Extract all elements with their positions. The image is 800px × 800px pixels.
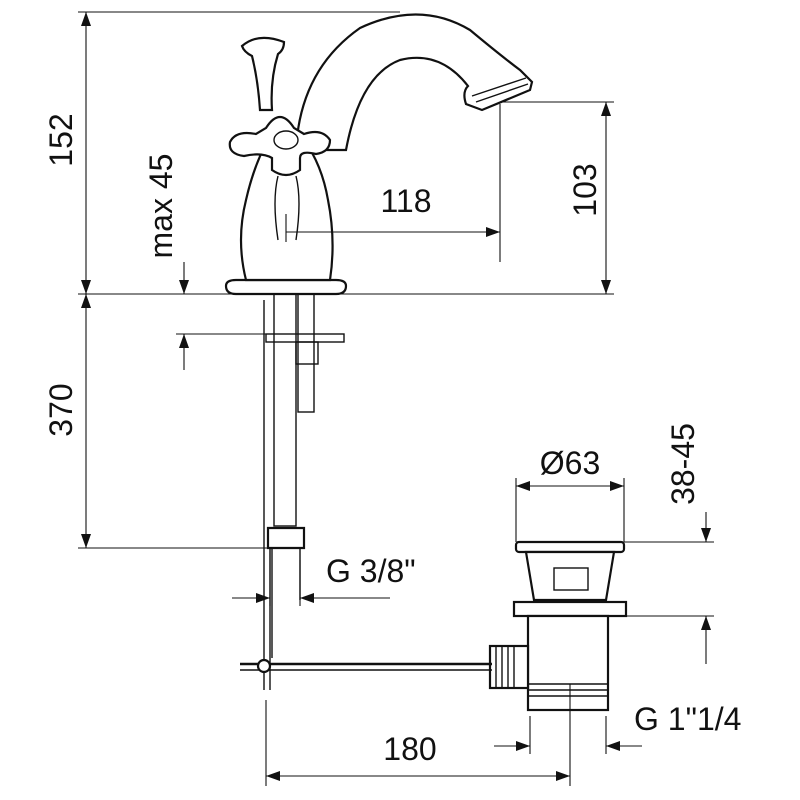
faucet-base <box>224 278 348 296</box>
dimension-lines <box>78 11 714 786</box>
cross-handle <box>228 115 332 177</box>
label-152: 152 <box>43 113 79 166</box>
shank-nut <box>295 341 319 365</box>
supply-assembly <box>263 293 345 690</box>
hose-nut <box>266 526 306 550</box>
handle-stem <box>274 175 300 241</box>
label-370: 370 <box>43 383 79 436</box>
waste-thread <box>528 683 608 697</box>
label-38-45: 38-45 <box>665 423 701 505</box>
waste-tail <box>526 614 610 712</box>
spout-aerator <box>465 77 531 111</box>
label-118: 118 <box>380 183 431 219</box>
dimension-labels: 152 max 45 118 103 370 Ø63 38-45 G 3/8" … <box>43 113 741 767</box>
label-g38: G 3/8" <box>326 553 416 589</box>
label-diameter: Ø63 <box>540 445 600 481</box>
pop-up-waste <box>240 540 628 712</box>
hose-tail <box>271 548 301 658</box>
pivot-nut-grip <box>495 646 515 688</box>
faucet <box>224 13 534 296</box>
handle-hub <box>273 130 299 150</box>
top-lever <box>240 36 286 112</box>
threaded-shank <box>297 293 315 413</box>
waste-window <box>553 567 589 591</box>
label-180: 180 <box>383 731 436 767</box>
waste-flange <box>514 540 626 554</box>
waste-body-top <box>524 550 616 602</box>
rod-clip <box>256 658 272 674</box>
waste-nut <box>512 600 628 618</box>
label-103: 103 <box>567 163 603 216</box>
label-max45: max 45 <box>143 154 179 259</box>
braided-hose <box>273 293 297 527</box>
faucet-spout <box>294 13 534 152</box>
mounting-plate <box>265 333 345 343</box>
label-g114: G 1"1/4 <box>634 701 741 737</box>
